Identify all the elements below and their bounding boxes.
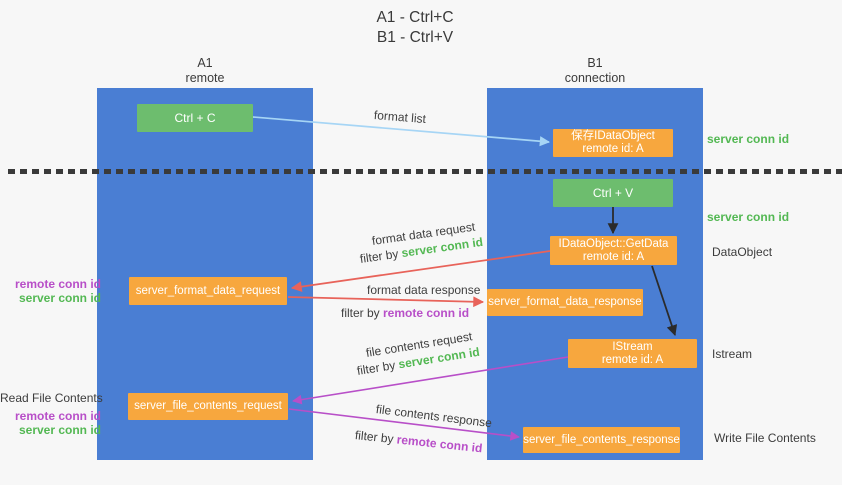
getdata-line2: remote id: A [582,250,645,263]
column-header-a1: A1 remote [97,56,313,86]
label-server-conn-id: server conn id [18,423,101,437]
filter-prefix: filter by [359,246,403,266]
filter-prefix: filter by [341,306,384,320]
node-ctrl-v: Ctrl + V [553,179,673,207]
getdata-line1: IDataObject::GetData [558,237,669,250]
format-request-label: server_format_data_request [135,284,281,297]
file-response-label: server_file_contents_response [523,433,680,446]
ctrl-v-label: Ctrl + V [592,186,634,200]
left-conn-ids-bottom: remote conn id server conn id [0,409,101,437]
dotted-divider [8,169,842,174]
node-istream: IStream remote id: A [568,339,697,368]
node-ctrl-c: Ctrl + C [137,104,253,132]
node-server-file-contents-response: server_file_contents_response [523,427,680,453]
node-server-format-data-response: server_format_data_response [487,289,643,316]
left-conn-ids-top: remote conn id server conn id [0,277,101,305]
conn-id-highlight: remote conn id [383,306,470,320]
title-line-1: A1 - Ctrl+C [376,9,454,26]
arrow-label-format-list: format list [373,108,427,127]
format-response-label: server_format_data_response [488,296,642,308]
title-line-2: B1 - Ctrl+V [376,29,454,46]
node-save-dataobject: 保存IDataObject remote id: A [553,129,673,157]
label-server-conn-id-mid: server conn id [707,210,790,224]
label-write-file-contents: Write File Contents [714,431,816,445]
arrow-label-format-data-response: format data response [367,283,481,297]
arrow-format-data-response [287,296,485,308]
node-server-format-data-request: server_format_data_request [129,277,287,305]
label-server-conn-id: server conn id [18,291,101,305]
label-remote-conn-id: remote conn id [14,409,101,423]
node-getdata: IDataObject::GetData remote id: A [550,236,677,265]
column-header-b1: B1 connection [487,56,703,86]
conn-id-highlight: remote conn id [396,432,484,456]
ctrl-c-label: Ctrl + C [174,111,216,125]
diagram-title: A1 - Ctrl+C B1 - Ctrl+V [305,8,525,48]
label-server-conn-id-top: server conn id [707,132,790,146]
save-dataobject-line2: remote id: A [582,143,644,155]
column-a1-title: A1 [197,56,213,70]
label-dataobject: DataObject [712,245,773,259]
istream-line1: IStream [612,340,653,353]
column-b1-title: B1 [587,56,603,70]
istream-line2: remote id: A [601,353,664,366]
save-dataobject-line1: 保存IDataObject [571,130,655,142]
arrow-label-file-contents-response: file contents response [375,402,493,431]
label-read-file-contents: Read File Contents [0,391,103,405]
node-server-file-contents-request: server_file_contents_request [128,393,288,420]
column-a1-subtitle: remote [185,71,225,85]
arrow-filter-format-data-response: filter by remote conn id [341,306,469,320]
label-istream: Istream [712,347,753,361]
filter-prefix: filter by [354,428,398,447]
label-remote-conn-id: remote conn id [14,277,101,291]
column-b1-subtitle: connection [564,71,626,85]
file-request-label: server_file_contents_request [134,400,282,412]
filter-prefix: filter by [355,357,400,378]
arrow-filter-file-contents-response: filter by remote conn id [354,428,483,455]
